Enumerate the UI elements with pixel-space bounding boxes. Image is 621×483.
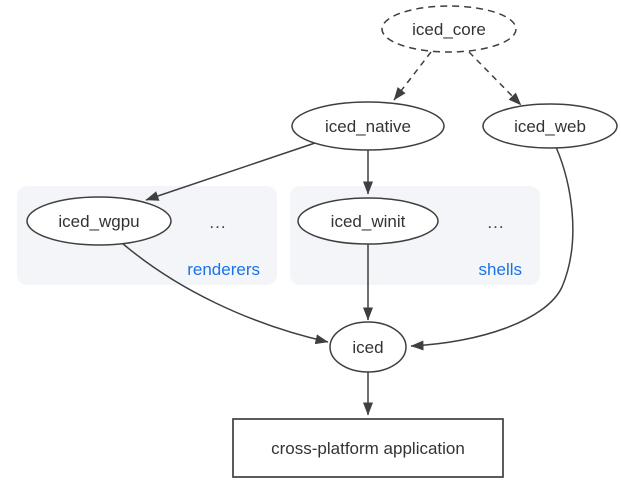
shells-ellipsis: ... xyxy=(487,213,504,232)
app-label: cross-platform application xyxy=(271,439,465,458)
node-cross-platform-application: cross-platform application xyxy=(232,418,504,478)
node-iced_native: iced_native xyxy=(291,101,445,151)
iced_winit-label: iced_winit xyxy=(331,212,406,231)
node-iced: iced xyxy=(329,321,407,373)
node-iced_wgpu: iced_wgpu xyxy=(26,196,172,246)
iced_wgpu-label: iced_wgpu xyxy=(58,212,139,231)
iced_core-label: iced_core xyxy=(412,20,486,39)
edge-iced_core-to-iced_native xyxy=(393,51,432,101)
node-iced_core: iced_core xyxy=(381,5,517,53)
shells-group-label: shells xyxy=(479,260,522,279)
edge-iced_wgpu-to-iced xyxy=(121,242,329,345)
edge-iced_web-to-iced xyxy=(410,146,574,351)
edge-iced_core-to-iced_web xyxy=(468,51,522,106)
node-iced_web: iced_web xyxy=(482,103,618,149)
app-rect xyxy=(232,418,504,478)
renderers-ellipsis: ... xyxy=(209,213,226,232)
iced_native-label: iced_native xyxy=(325,117,411,136)
edge-iced_native-to-iced_wgpu xyxy=(145,142,316,201)
renderers-group-label: renderers xyxy=(187,260,260,279)
iced_web-label: iced_web xyxy=(514,117,586,136)
iced-label: iced xyxy=(352,338,383,357)
node-iced_winit: iced_winit xyxy=(297,197,439,245)
